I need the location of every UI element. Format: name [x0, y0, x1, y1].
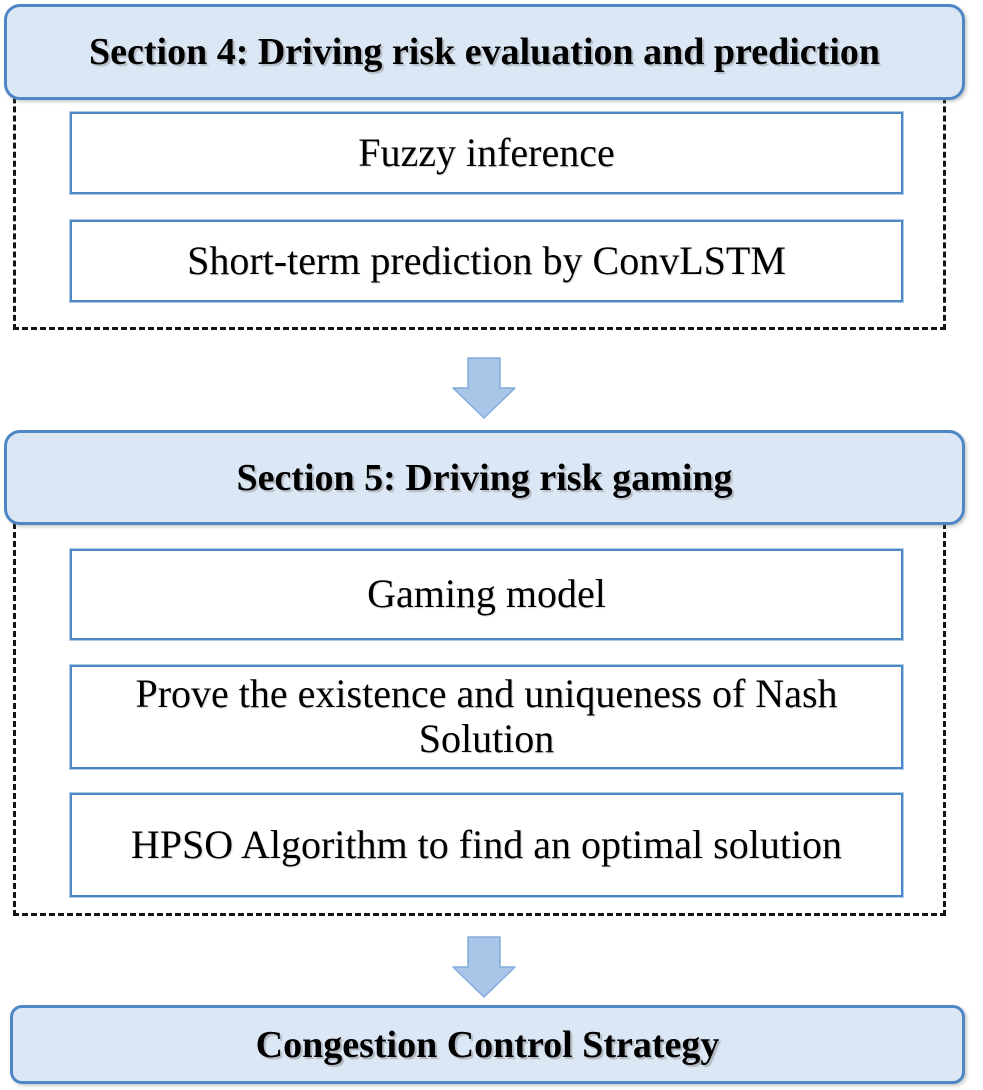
step-label: Fuzzy inference [358, 129, 615, 175]
section5-title: Section 5: Driving risk gaming [236, 456, 733, 499]
step-label: HPSO Algorithm to find an optimal soluti… [130, 821, 843, 867]
step-gaming-model: Gaming model [70, 549, 903, 640]
section4-header-box: Section 4: Driving risk evaluation and p… [4, 4, 965, 100]
step-fuzzy-inference: Fuzzy inference [70, 112, 903, 194]
step-hpso-algorithm: HPSO Algorithm to find an optimal soluti… [70, 793, 903, 897]
step-convlstm-prediction: Short-term prediction by ConvLSTM [70, 220, 903, 302]
section4-title: Section 4: Driving risk evaluation and p… [88, 31, 881, 73]
down-arrow-icon [452, 357, 516, 419]
section5-header-box: Section 5: Driving risk gaming [4, 430, 965, 525]
result-title: Congestion Control Strategy [255, 1023, 720, 1066]
step-nash-solution-proof: Prove the existence and uniqueness of Na… [70, 665, 903, 769]
section5-steps-group: Gaming model Prove the existence and uni… [13, 478, 946, 916]
step-label: Prove the existence and uniqueness of Na… [135, 671, 838, 761]
step-label: Short-term prediction by ConvLSTM [187, 237, 786, 283]
step-label: Gaming model [367, 571, 606, 617]
down-arrow-icon [452, 936, 516, 998]
result-box: Congestion Control Strategy [10, 1005, 965, 1084]
